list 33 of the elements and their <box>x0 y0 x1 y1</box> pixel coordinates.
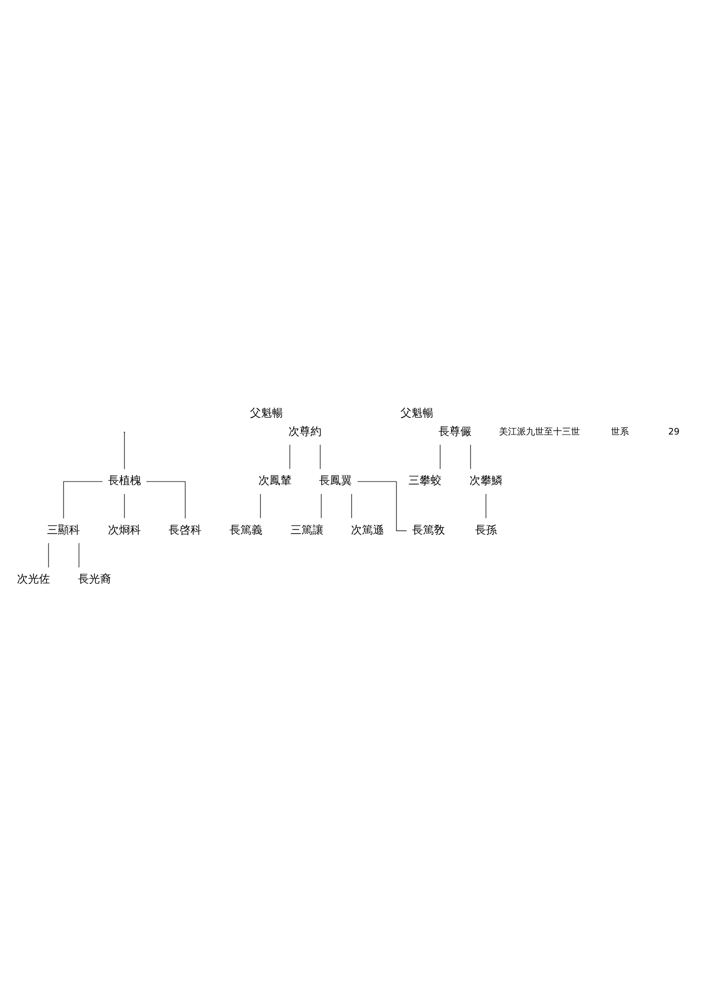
connector <box>146 481 186 519</box>
node-text: 長植槐 <box>108 474 141 488</box>
node-text: 長光裔 <box>78 572 111 586</box>
node-text: 三篤讓 <box>290 523 324 536</box>
label: 29 <box>668 428 680 438</box>
node-text: 長孫 <box>474 523 497 536</box>
node-text: 三攀蛟 <box>408 474 442 488</box>
connector <box>63 481 103 519</box>
connector <box>124 494 125 519</box>
node-label: 父魁暢 <box>250 406 284 420</box>
node-text: 三顯科 <box>47 523 80 536</box>
node-text: 次攀鱗 <box>469 474 502 488</box>
connector <box>351 494 352 519</box>
node-text: 次烱科 <box>108 523 141 536</box>
connector <box>470 444 471 470</box>
connector <box>320 444 321 470</box>
connector <box>289 444 290 470</box>
node-label: 父魁暢 <box>400 406 434 420</box>
node-text: 次尊約 <box>288 424 322 438</box>
node-text: 長篤敎 <box>412 523 446 536</box>
label: 美江派九世至十三世 <box>498 428 580 438</box>
node-text: 長尊儼 <box>438 424 472 438</box>
node-text: 次篤遜 <box>351 523 384 536</box>
node-text: 次光佐 <box>17 572 50 586</box>
connector <box>260 494 261 519</box>
node-text: 次鳳輦 <box>258 474 292 488</box>
node-text: 長鳳翼 <box>319 474 352 488</box>
node-text: 長篤義 <box>230 523 263 536</box>
connector <box>320 494 322 519</box>
node-text: 長啓科 <box>168 523 202 536</box>
connector <box>48 542 49 568</box>
label: 世系 <box>610 428 629 438</box>
connector <box>78 542 80 568</box>
